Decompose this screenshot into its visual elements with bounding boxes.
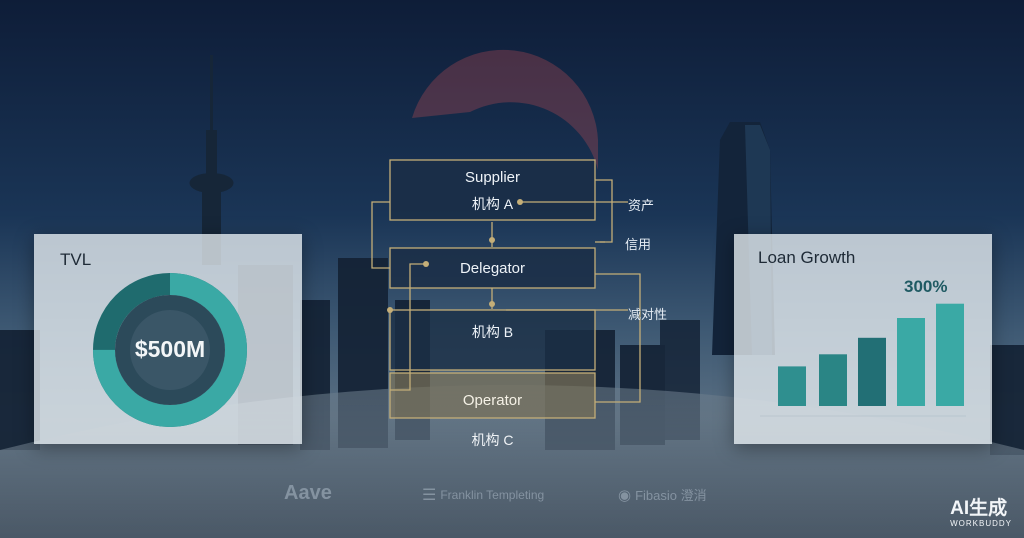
right-connector-reduce — [595, 273, 641, 403]
loan-growth-card: Loan Growth 300% — [734, 234, 992, 444]
tvl-donut-ring — [93, 273, 247, 427]
tvl-title: TVL — [60, 250, 92, 269]
node-dot — [517, 199, 523, 205]
franklin-logo-icon: ☰ — [422, 487, 437, 504]
tvl-donut-chart — [93, 273, 247, 427]
faint-logo-shape — [412, 49, 598, 170]
supplier-label: Supplier — [464, 169, 521, 186]
node-dot — [489, 301, 495, 307]
assets-label: 资产 — [628, 198, 655, 213]
org-c-label: 机构 C — [471, 432, 514, 448]
right-connector-credit — [595, 179, 613, 243]
loan-bar-5 — [936, 303, 964, 406]
loan-bar-4 — [897, 318, 925, 406]
delegator-box — [389, 247, 596, 289]
loan-growth-title: Loan Growth — [758, 248, 856, 267]
watermark-sub: WORKBUDDY — [950, 519, 1012, 528]
supplier-box — [389, 159, 596, 221]
watermark-main: AI生成 — [950, 498, 1008, 519]
operator-box — [389, 372, 596, 419]
node-dot — [489, 237, 495, 243]
tvl-card: TVL $500M — [34, 234, 302, 444]
third-partner-logo-text: Fibasio 澄消 — [635, 488, 707, 503]
left-connector-a — [371, 201, 390, 269]
reduce-label: 减对性 — [628, 307, 668, 322]
ai-generated-watermark: AI生成 WORKBUDDY — [950, 498, 1012, 529]
loan-bar-2 — [819, 354, 847, 406]
franklin-logo-text: Franklin Templeting — [440, 488, 545, 502]
operator-label: Operator — [462, 392, 523, 409]
aave-logo: Aave — [284, 482, 332, 504]
loan-bar-3 — [858, 337, 886, 406]
node-dot — [387, 307, 393, 313]
org-a-label: 机构 A — [471, 196, 514, 212]
third-partner-logo: ◉ Fibasio 澄消 — [618, 485, 707, 504]
delegator-label: Delegator — [459, 260, 526, 277]
franklin-logo: ☰ Franklin Templeting — [422, 485, 544, 505]
credit-label: 信用 — [625, 237, 652, 252]
tvl-value: $500M — [134, 336, 206, 362]
org-b-label: 机构 B — [471, 324, 514, 340]
org-b-box — [389, 309, 596, 371]
loan-growth-bar-chart — [760, 303, 966, 417]
node-dot — [423, 261, 429, 267]
left-connector-b — [390, 263, 426, 391]
loan-growth-value: 300% — [904, 277, 948, 296]
loan-bar-1 — [778, 366, 806, 406]
third-partner-logo-icon: ◉ — [618, 486, 632, 504]
